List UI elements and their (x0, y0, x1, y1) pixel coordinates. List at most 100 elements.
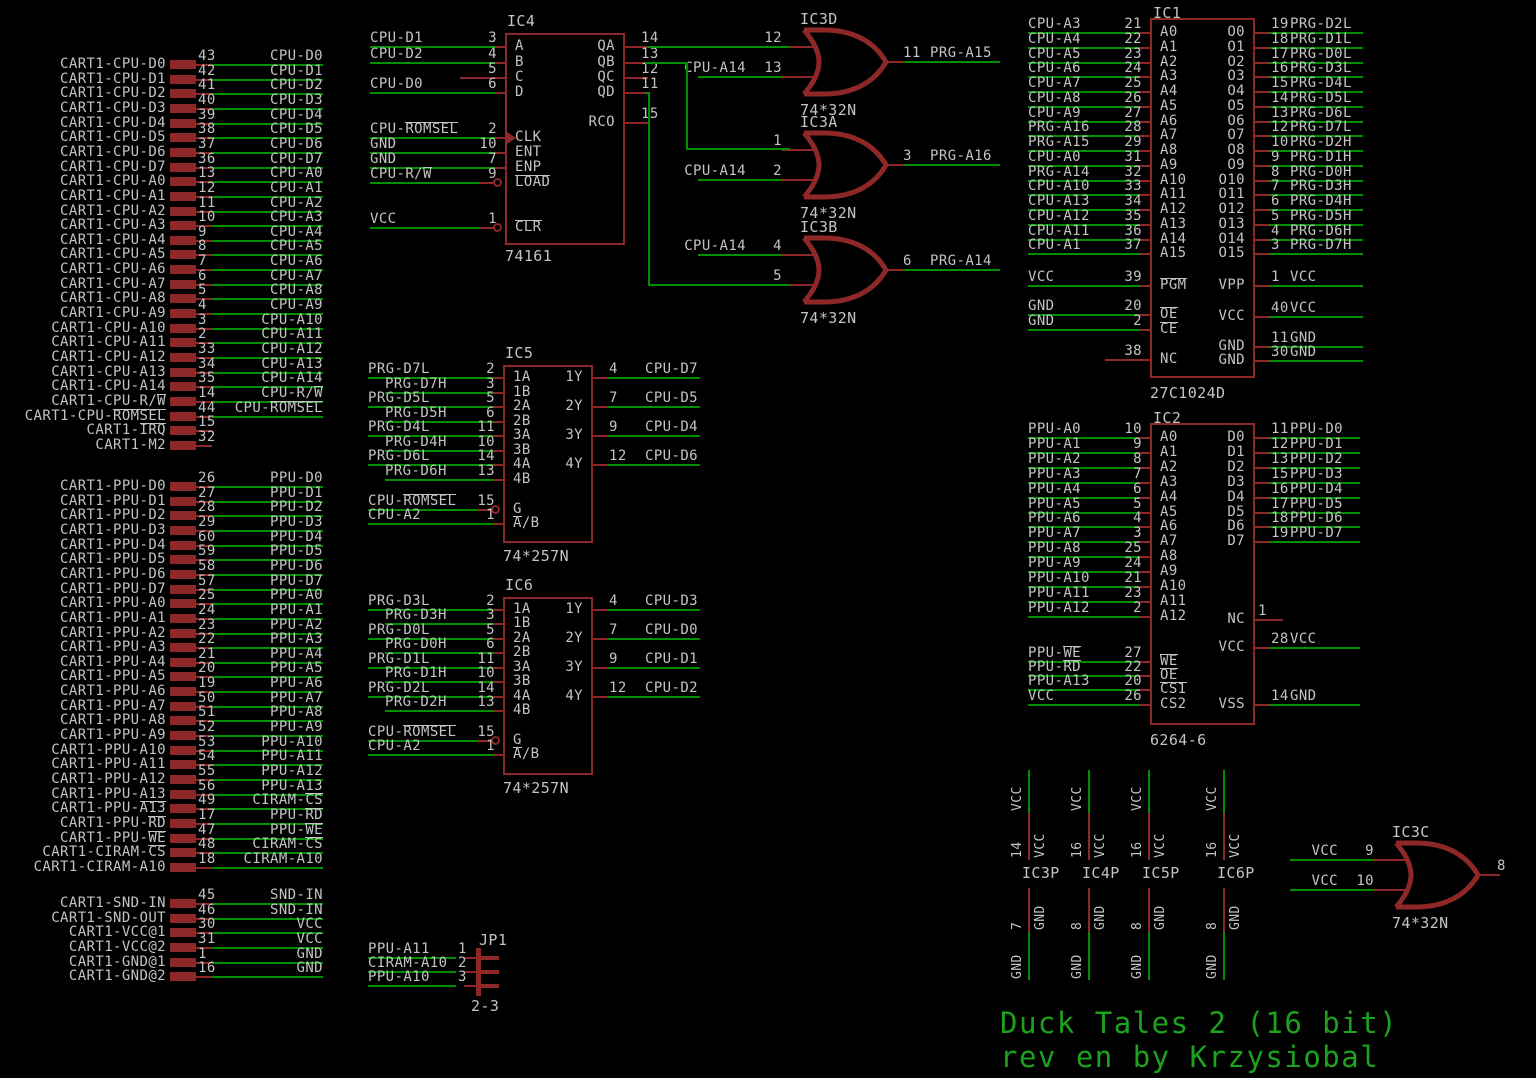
pin-name: O12 (1218, 201, 1245, 217)
connector-pad (170, 191, 196, 201)
wire (1028, 223, 1140, 226)
net-label: PPU-A13 (261, 777, 323, 794)
pin-number: 44 (198, 399, 216, 416)
net-label: PPU-A13 (1028, 673, 1090, 689)
wire (212, 515, 323, 518)
pin-stub (782, 46, 816, 48)
connector-pad (170, 367, 196, 377)
net-label: PPU-A7 (270, 689, 323, 706)
net-label: CPU-D7 (645, 361, 698, 377)
wire (1028, 120, 1140, 123)
pin-name: NC (1227, 611, 1245, 627)
connector-pad (170, 496, 196, 506)
pin-stub (196, 946, 212, 949)
net-label: PPU-D4 (270, 528, 323, 545)
net-label: PPU-D7 (1290, 525, 1343, 542)
pin-name: A1 (1160, 443, 1178, 460)
wire (1088, 932, 1090, 980)
connector-pin-label: CART1-CPU-A12 (51, 349, 166, 365)
pin-stub (1255, 32, 1269, 34)
pin-number: 3 (486, 607, 495, 623)
pin-stub (479, 182, 493, 184)
pin-number: 1 (773, 133, 782, 149)
pin-stub (1255, 91, 1269, 93)
wire (212, 386, 323, 389)
connector-pin-label: CART1-CPU-A4 (60, 231, 166, 248)
connector-pad (170, 147, 196, 157)
pin-stub (593, 464, 607, 466)
connector-pin-label: CART1-CPU-R/W (51, 392, 166, 409)
pin-stub (196, 632, 212, 635)
net-label: CPU-A1 (270, 179, 323, 196)
pin-stub (493, 464, 503, 466)
net-label: CPU-R/W (261, 384, 323, 401)
net-label: PPU-D0 (270, 470, 323, 486)
pin-number: 15 (1271, 465, 1289, 482)
connector-pad (170, 789, 196, 799)
wire (1269, 223, 1363, 226)
net-label: CIRAM-A10 (368, 955, 448, 971)
connector-pin-label: CART1-CPU-D5 (60, 129, 166, 146)
pin-number: 51 (198, 704, 216, 721)
pin-number: 14 (641, 30, 659, 46)
net-label: PPU-D6 (270, 557, 323, 574)
connector-pin-label: CART1-VCC@2 (68, 938, 166, 955)
connector-pin-label: CART1-CIRAM-A10 (33, 858, 166, 875)
wire (370, 62, 495, 64)
net-label: CPU-A14 (684, 238, 746, 254)
pin-number: 4 (609, 361, 618, 377)
pin-name: O13 (1218, 215, 1245, 232)
pin-number: 6 (1133, 480, 1142, 497)
caption-title: Duck Tales 2 (16 bit) (1000, 1006, 1399, 1040)
pin-stub (196, 691, 212, 694)
pin-stub (196, 78, 212, 81)
net-label: PRG-D2H (385, 694, 447, 710)
pin-name: ENP (515, 159, 542, 175)
ic-body-ic2 (1150, 423, 1255, 725)
clock-mark (507, 132, 516, 144)
pin-name: VCC (1153, 833, 1168, 858)
pin-name: A2 (1160, 458, 1178, 475)
pin-number: 25 (1124, 540, 1142, 557)
pin-number: 11 (641, 76, 659, 92)
gate-ref: IC3D (800, 10, 838, 28)
net-label: CPU-A6 (270, 253, 323, 270)
net-label: CPU-A2 (368, 507, 421, 523)
net-label: PPU-A8 (270, 704, 323, 721)
pin-stub (1255, 209, 1269, 211)
pin-number: 56 (198, 777, 216, 794)
net-label: PRG-D4H (1290, 193, 1352, 209)
connector-pin-label: CART1-PPU-A7 (60, 697, 166, 714)
pin-stub (1140, 209, 1150, 211)
pin-stub (1140, 359, 1150, 361)
net-label: GND (296, 945, 323, 962)
pin-number: 7 (1133, 465, 1142, 482)
pin-number: 20 (1124, 673, 1142, 689)
pin-stub (196, 166, 212, 169)
net-label: CPU-A14 (684, 163, 746, 179)
pin-stub (1255, 511, 1269, 514)
wire (686, 148, 790, 150)
wire (698, 254, 782, 256)
pin-number: 26 (1124, 89, 1142, 106)
wire (1028, 253, 1140, 256)
or-gate-ic3a (802, 130, 889, 200)
pin-stub (1255, 360, 1269, 362)
wire (1269, 105, 1363, 108)
connector-pin-label: CART1-CPU-D3 (60, 99, 166, 116)
pin-number: 26 (198, 470, 216, 486)
wire (1028, 179, 1140, 182)
pin-stub (196, 342, 212, 345)
wire (212, 400, 323, 403)
pin-stub (593, 667, 607, 669)
net-label: CPU-A5 (270, 238, 323, 255)
pin-number: 40 (1271, 300, 1289, 316)
wire (212, 808, 323, 811)
pin-number: 5 (488, 61, 497, 77)
pin-name: VPP (1218, 277, 1245, 293)
wire (212, 313, 323, 316)
pin-stub (625, 92, 648, 94)
wire (212, 122, 323, 125)
net-label: CPU-A11 (1028, 222, 1090, 239)
